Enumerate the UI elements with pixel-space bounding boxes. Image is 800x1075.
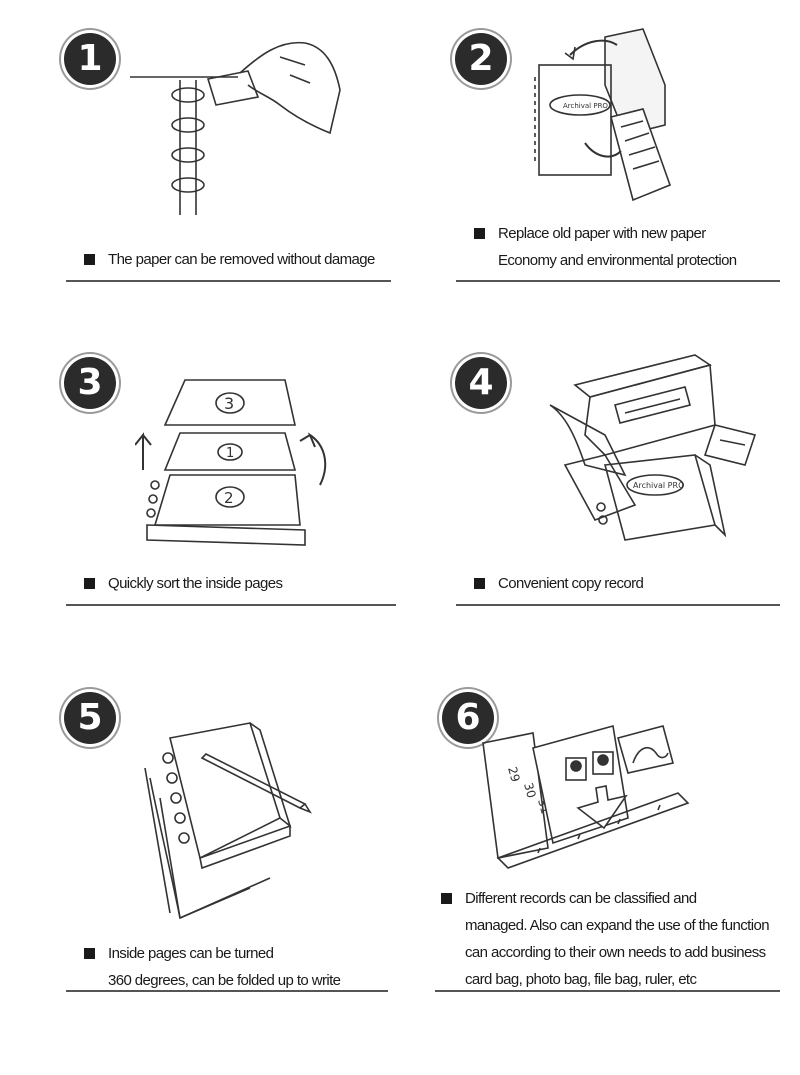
caption-line: Quickly sort the inside pages	[108, 575, 283, 592]
caption-line: The paper can be removed without damage	[108, 251, 375, 268]
copier-illustration: Archival PRO	[545, 345, 760, 545]
caption-line: Inside pages can be turned	[108, 945, 274, 962]
bullet-square	[84, 254, 95, 265]
divider	[435, 990, 780, 992]
caption-line: managed. Also can expand the use of the …	[465, 917, 770, 934]
step-4-caption: Convenient copy record	[474, 570, 644, 597]
bullet-square	[84, 578, 95, 589]
sort-pages-illustration: 3 1 2	[135, 375, 335, 555]
step-1-caption: The paper can be removed without damage	[84, 246, 375, 273]
caption-line: Economy and environmental protection	[498, 252, 737, 269]
bullet-square	[474, 578, 485, 589]
caption-line: Convenient copy record	[498, 575, 644, 592]
step-number-badge: 2	[455, 33, 507, 85]
caption-line: 360 degrees, can be folded up to write	[108, 972, 341, 989]
page-number: 3	[224, 394, 234, 413]
caption-line: card bag, photo bag, file bag, ruler, et…	[465, 971, 697, 988]
step-number-badge: 4	[455, 357, 507, 409]
step-number: 6	[455, 697, 481, 738]
caption-line: Replace old paper with new paper	[498, 225, 706, 242]
step-3-caption: Quickly sort the inside pages	[84, 570, 283, 597]
divider	[456, 604, 780, 606]
step-number-badge: 1	[64, 33, 116, 85]
caption-line: can according to their own needs to add …	[465, 944, 766, 961]
replace-paper-illustration: Archival PRO	[525, 25, 675, 210]
step-number: 2	[468, 38, 494, 79]
calendar-date: 30	[521, 781, 538, 799]
brand-label: Archival PRO	[563, 102, 608, 110]
divider	[456, 280, 780, 282]
divider	[66, 280, 391, 282]
page-number: 2	[224, 489, 234, 507]
page-number: 1	[226, 446, 234, 461]
binder-ring-illustration	[130, 35, 360, 220]
bullet-square	[474, 228, 485, 239]
step-number: 5	[77, 697, 103, 738]
step-number: 3	[77, 362, 103, 403]
accessories-illustration: 29 30 31	[478, 718, 693, 878]
step-number-badge: 5	[64, 692, 116, 744]
divider	[66, 604, 396, 606]
caption-line: Different records can be classified and	[465, 890, 697, 907]
step-number-badge: 6	[442, 692, 494, 744]
step-number: 1	[77, 38, 103, 79]
step-5-caption: Inside pages can be turned 360 degrees, …	[84, 940, 341, 994]
fold-notebook-illustration	[140, 718, 315, 923]
step-number-badge: 3	[64, 357, 116, 409]
bullet-square	[441, 893, 452, 904]
step-2-caption: Replace old paper with new paper Economy…	[474, 220, 737, 274]
divider	[66, 990, 388, 992]
brand-label: Archival PRO	[633, 481, 684, 490]
step-6-caption: Different records can be classified and …	[441, 885, 770, 993]
bullet-square	[84, 948, 95, 959]
calendar-date: 29	[505, 765, 522, 783]
step-number: 4	[468, 362, 494, 403]
